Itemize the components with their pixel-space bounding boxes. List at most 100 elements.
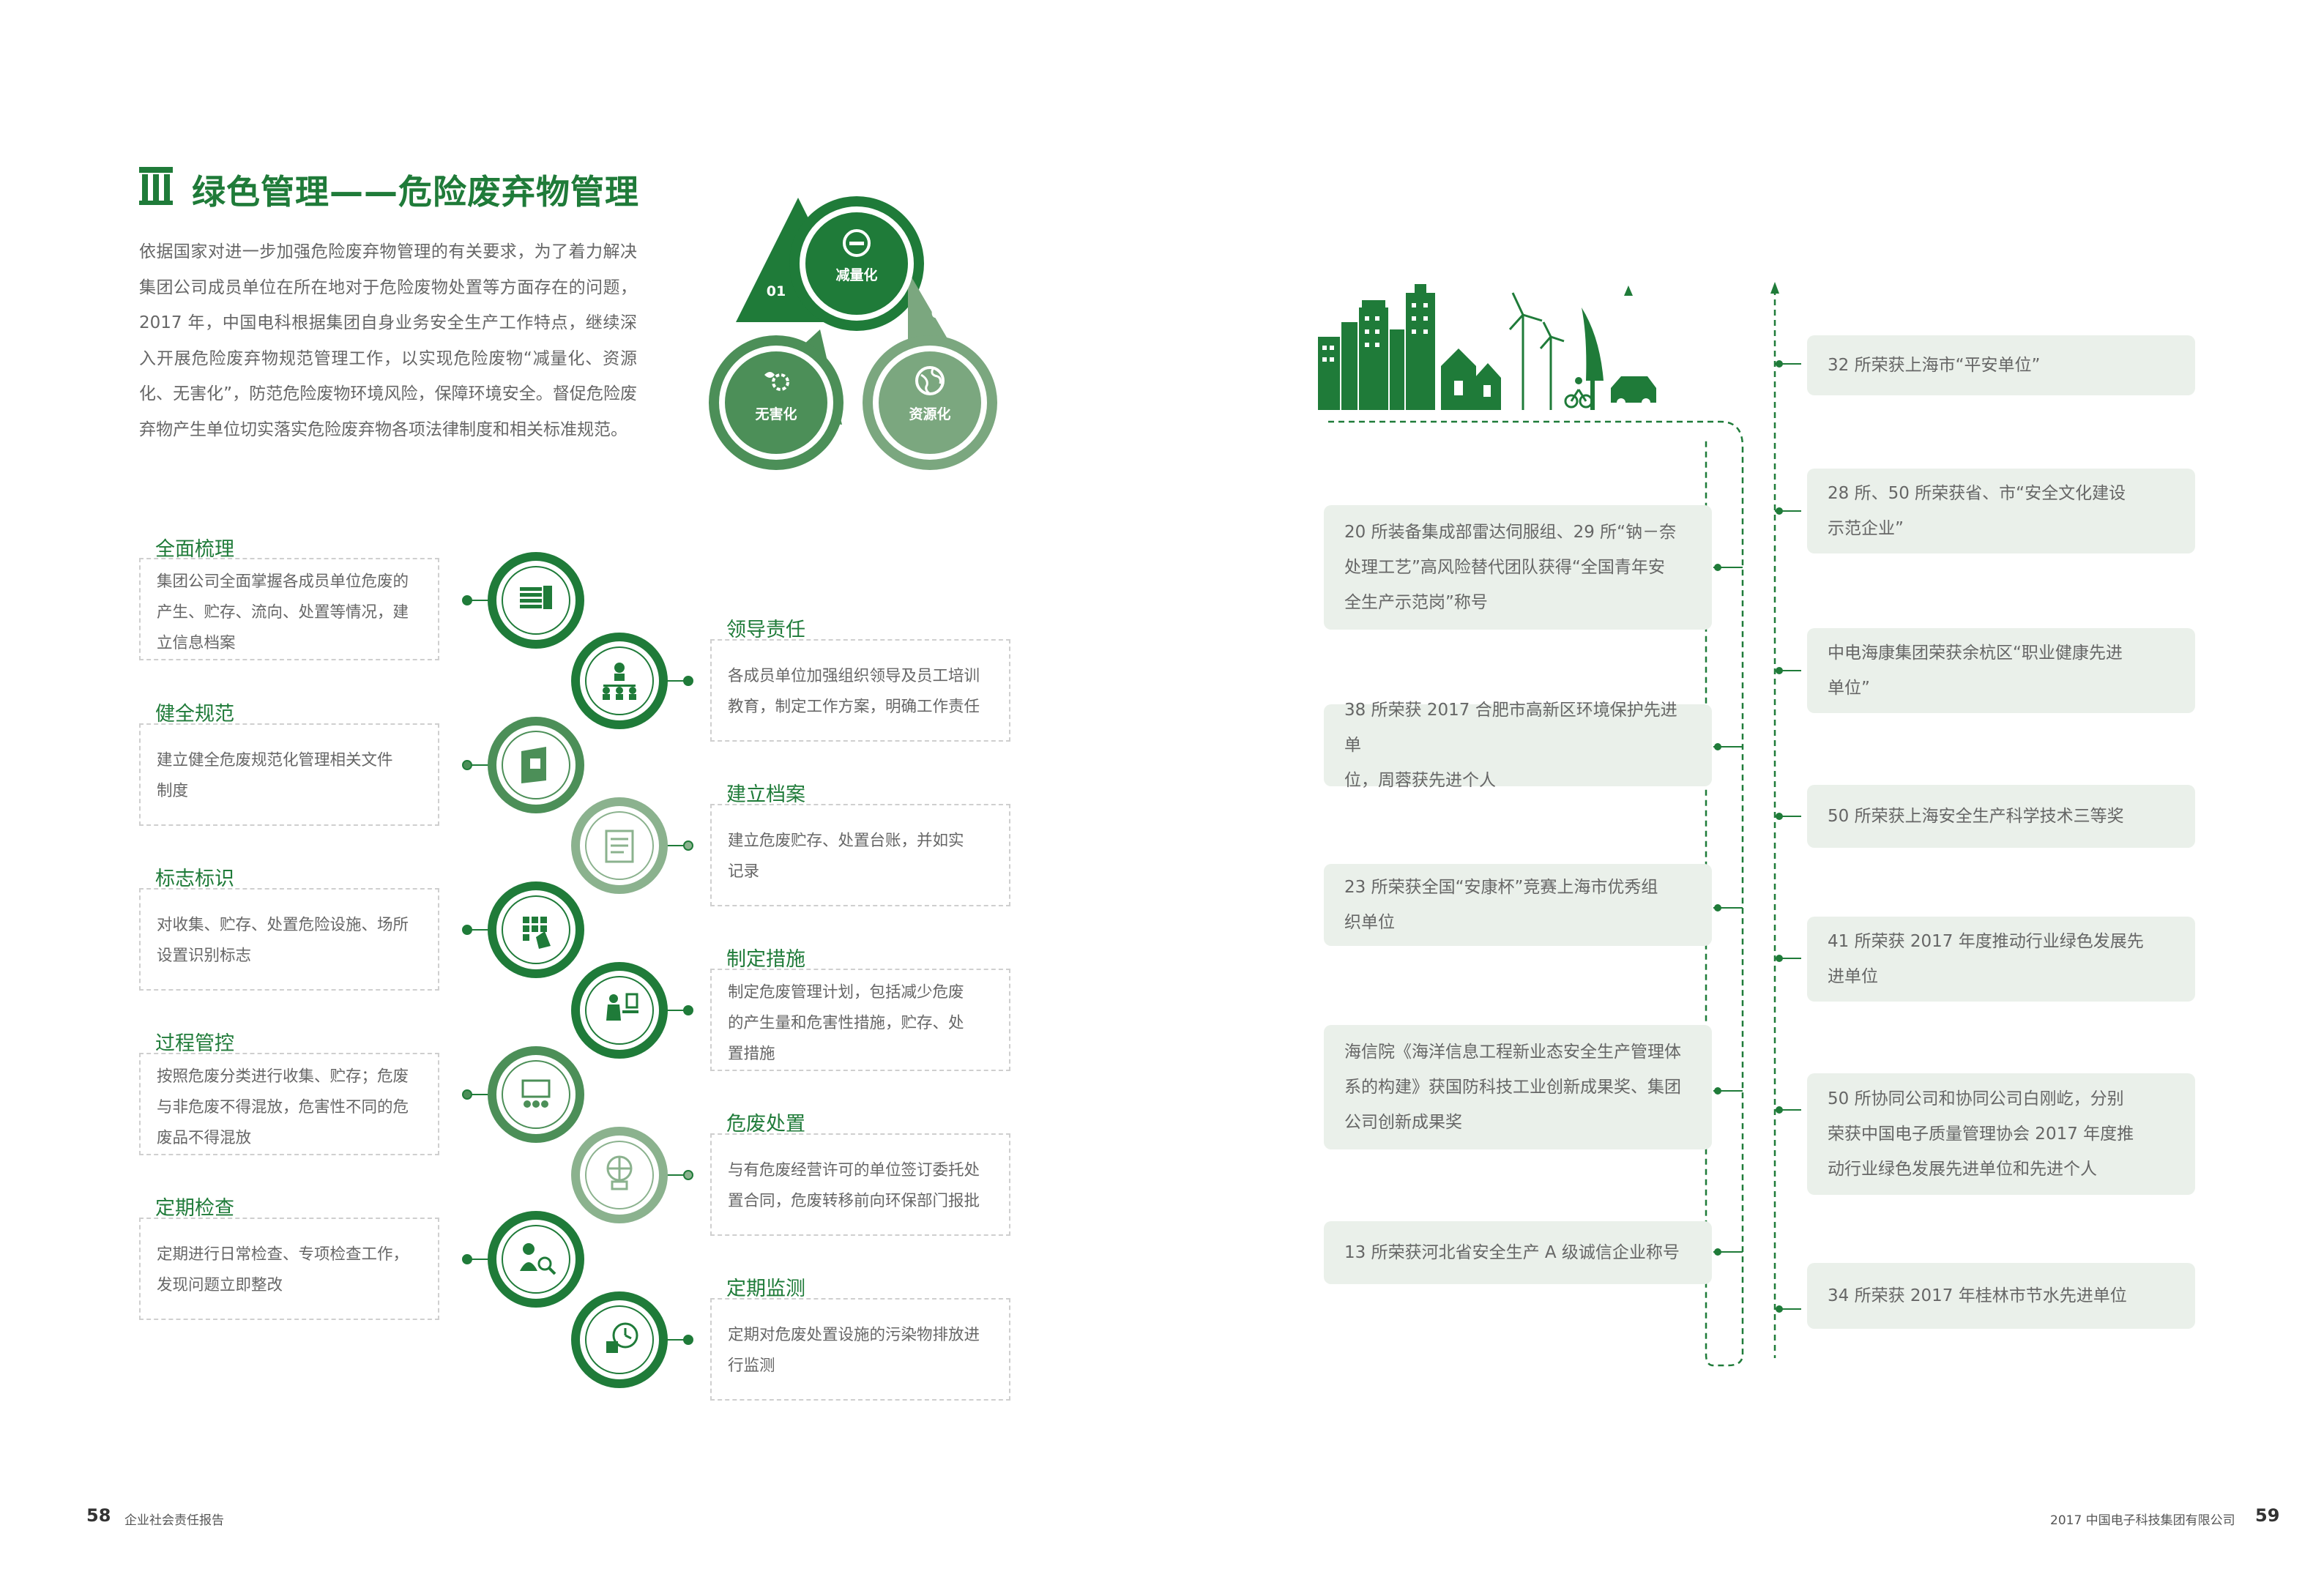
step-title-5: 标志标识 [155, 868, 234, 890]
page-number-left: 58 [86, 1505, 111, 1526]
award-text: 23 所荣获全国“安康杯”竞赛上海市优秀组 [1344, 878, 1658, 897]
step-desc-line: 设置识别标志 [157, 947, 252, 965]
step-desc-line: 置措施 [728, 1045, 775, 1063]
step-desc-6: 制定危废管理计划，包括减少危废 的产生量和危害性措施，贮存、处 置措施 [710, 969, 1010, 1071]
gear-leaf-icon [764, 372, 789, 391]
step-circle-7 [488, 1046, 584, 1143]
record-card-icon [605, 829, 634, 863]
step-desc-9: 定期进行日常检查、专项检查工作， 发现问题立即整改 [139, 1218, 439, 1320]
award-text: 织单位 [1344, 913, 1395, 932]
intro-paragraph: 依据国家对进一步加强危险废弃物管理的有关要求，为了着力解决集团公司成员单位在所在… [139, 242, 637, 439]
award-text: 41 所荣获 2017 年度推动行业绿色发展先 [1828, 932, 2144, 951]
award-text: 进单位 [1828, 967, 1878, 986]
step-desc-line: 定期对危废处置设施的污染物排放进 [728, 1326, 980, 1344]
award-item: 20 所装备集成部雷达伺服组、29 所“钠－奈 处理工艺”高风险替代团队获得“全… [1324, 505, 1712, 630]
step-desc-line: 与有危废经营许可的单位签订委托处 [728, 1161, 980, 1179]
files-stack-icon [520, 586, 552, 609]
step-desc-line: 废品不得混放 [157, 1129, 252, 1147]
step-desc-line: 行监测 [728, 1357, 775, 1375]
step-desc-2: 各成员单位加强组织领导及员工培训 教育，制定工作方案，明确工作责任 [710, 639, 1010, 742]
step-desc-line: 按照危废分类进行收集、贮存；危废 [157, 1067, 409, 1086]
trefoil-diagram: 减量化 资源化 无害化 01 02 03 [709, 196, 997, 470]
award-item: 中电海康集团荣获余杭区“职业健康先进 单位” [1807, 628, 2195, 713]
step-desc-line: 制定危废管理计划，包括减少危废 [728, 983, 964, 1002]
step-desc-line: 记录 [728, 862, 760, 881]
step-desc-line: 对收集、贮存、处置危险设施、场所 [157, 916, 409, 934]
label-03: 无害化 [755, 406, 797, 422]
award-text: 中电海康集团荣获余杭区“职业健康先进 [1828, 644, 2123, 663]
num-03: 03 [829, 440, 848, 456]
award-text: 荣获中国电子质量管理协会 2017 年度推 [1828, 1125, 2134, 1144]
step-desc-line: 与非危废不得混放，危害性不同的危 [157, 1098, 409, 1116]
step-title-3: 健全规范 [155, 703, 234, 726]
step-title-8: 危废处置 [726, 1113, 805, 1136]
award-text: 34 所荣获 2017 年桂林市节水先进单位 [1828, 1286, 2127, 1305]
page-number-right: 59 [2255, 1505, 2280, 1526]
award-text: 38 所荣获 2017 合肥市高新区环境保护先进单 [1344, 701, 1677, 755]
award-text: 50 所荣获上海安全生产科学技术三等奖 [1828, 807, 2124, 826]
award-text: 位，周蓉获先进个人 [1344, 771, 1496, 790]
award-text: 20 所装备集成部雷达伺服组、29 所“钠－奈 [1344, 523, 1677, 542]
num-01: 01 [767, 283, 786, 299]
award-item: 50 所协同公司和协同公司白刚屹，分别 荣获中国电子质量管理协会 2017 年度… [1807, 1073, 2195, 1195]
award-text: 动行业绿色发展先进单位和先进个人 [1828, 1160, 2097, 1179]
grid-touch-icon [523, 917, 551, 949]
process-chain [462, 552, 693, 1388]
step-title-7: 过程管控 [155, 1032, 234, 1055]
globe-building-icon [606, 1155, 633, 1190]
clock-calendar-icon [606, 1322, 638, 1353]
step-desc-8: 与有危废经营许可的单位签订委托处 置合同，危废转移前向环保部门报批 [710, 1133, 1010, 1236]
award-text: 处理工艺”高风险替代团队获得“全国青年安 [1344, 558, 1665, 577]
step-desc-line: 定期进行日常检查、专项检查工作， [157, 1245, 409, 1264]
award-item: 28 所、50 所荣获省、市“安全文化建设 示范企业” [1807, 469, 2195, 553]
award-text: 全生产示范岗”称号 [1344, 593, 1488, 612]
step-desc-5: 对收集、贮存、处置危险设施、场所 设置识别标志 [139, 888, 439, 991]
award-item: 海信院《海洋信息工程新业态安全生产管理体 系的构建》获国防科技工业创新成果奖、集… [1324, 1025, 1712, 1149]
org-chart-icon [603, 663, 636, 700]
step-desc-line: 产生、贮存、流向、处置等情况，建 [157, 603, 409, 622]
step-desc-10: 定期对危废处置设施的污染物排放进 行监测 [710, 1298, 1010, 1401]
award-item: 23 所荣获全国“安康杯”竞赛上海市优秀组 织单位 [1324, 864, 1712, 946]
step-desc-line: 集团公司全面掌握各成员单位危废的 [157, 573, 409, 591]
step-desc-line: 发现问题立即整改 [157, 1276, 283, 1294]
step-desc-line: 置合同，危废转移前向环保部门报批 [728, 1192, 980, 1210]
award-item: 41 所荣获 2017 年度推动行业绿色发展先 进单位 [1807, 917, 2195, 1002]
timeline-spine-right [1770, 282, 1801, 1358]
award-item: 32 所荣获上海市“平安单位” [1807, 335, 2195, 395]
globe-icon [915, 366, 945, 395]
step-desc-line: 立信息档案 [157, 634, 236, 652]
label-02: 资源化 [909, 406, 950, 422]
award-text: 单位” [1828, 679, 1870, 698]
document-folder-icon [521, 747, 546, 783]
footer-right-text: 2017 中国电子科技集团有限公司 [2050, 1513, 2235, 1528]
award-text: 13 所荣获河北省安全生产 A 级诚信企业称号 [1344, 1243, 1680, 1262]
step-title-2: 领导责任 [726, 619, 805, 641]
award-text: 28 所、50 所荣获省、市“安全文化建设 [1828, 484, 2126, 503]
step-title-10: 定期监测 [726, 1278, 805, 1300]
num-02: 02 [931, 305, 950, 321]
city-skyline-illustration [1318, 284, 1656, 410]
desk-worker-icon [606, 993, 638, 1021]
step-circle-9 [488, 1211, 584, 1308]
award-item: 13 所荣获河北省安全生产 A 级诚信企业称号 [1324, 1221, 1712, 1284]
step-title-9: 定期检查 [155, 1197, 234, 1220]
step-desc-line: 的产生量和危害性措施，贮存、处 [728, 1014, 964, 1032]
step-desc-line: 建立危废贮存、处置台账，并如实 [728, 832, 964, 850]
building-icon [139, 167, 173, 205]
award-text: 示范企业” [1828, 519, 1904, 538]
timeline-lines [1328, 286, 1744, 1367]
step-desc-7: 按照危废分类进行收集、贮存；危废 与非危废不得混放，危害性不同的危 废品不得混放 [139, 1053, 439, 1155]
award-text: 系的构建》获国防科技工业创新成果奖、集团 [1344, 1078, 1681, 1097]
step-circle-10 [571, 1291, 668, 1388]
step-title-6: 制定措施 [726, 948, 805, 971]
step-desc-1: 集团公司全面掌握各成员单位危废的 产生、贮存、流向、处置等情况，建 立信息档案 [139, 558, 439, 660]
award-text: 公司创新成果奖 [1344, 1113, 1462, 1132]
person-search-icon [520, 1243, 556, 1275]
step-desc-line: 建立健全危废规范化管理相关文件 [157, 751, 393, 769]
page-title: 绿色管理——危险废弃物管理 [192, 172, 639, 212]
award-text: 海信院《海洋信息工程新业态安全生产管理体 [1344, 1043, 1681, 1062]
award-item: 34 所荣获 2017 年桂林市节水先进单位 [1807, 1263, 2195, 1329]
award-item: 50 所荣获上海安全生产科学技术三等奖 [1807, 785, 2195, 848]
minus-circle-icon [843, 229, 871, 257]
step-title-1: 全面梳理 [155, 538, 234, 561]
